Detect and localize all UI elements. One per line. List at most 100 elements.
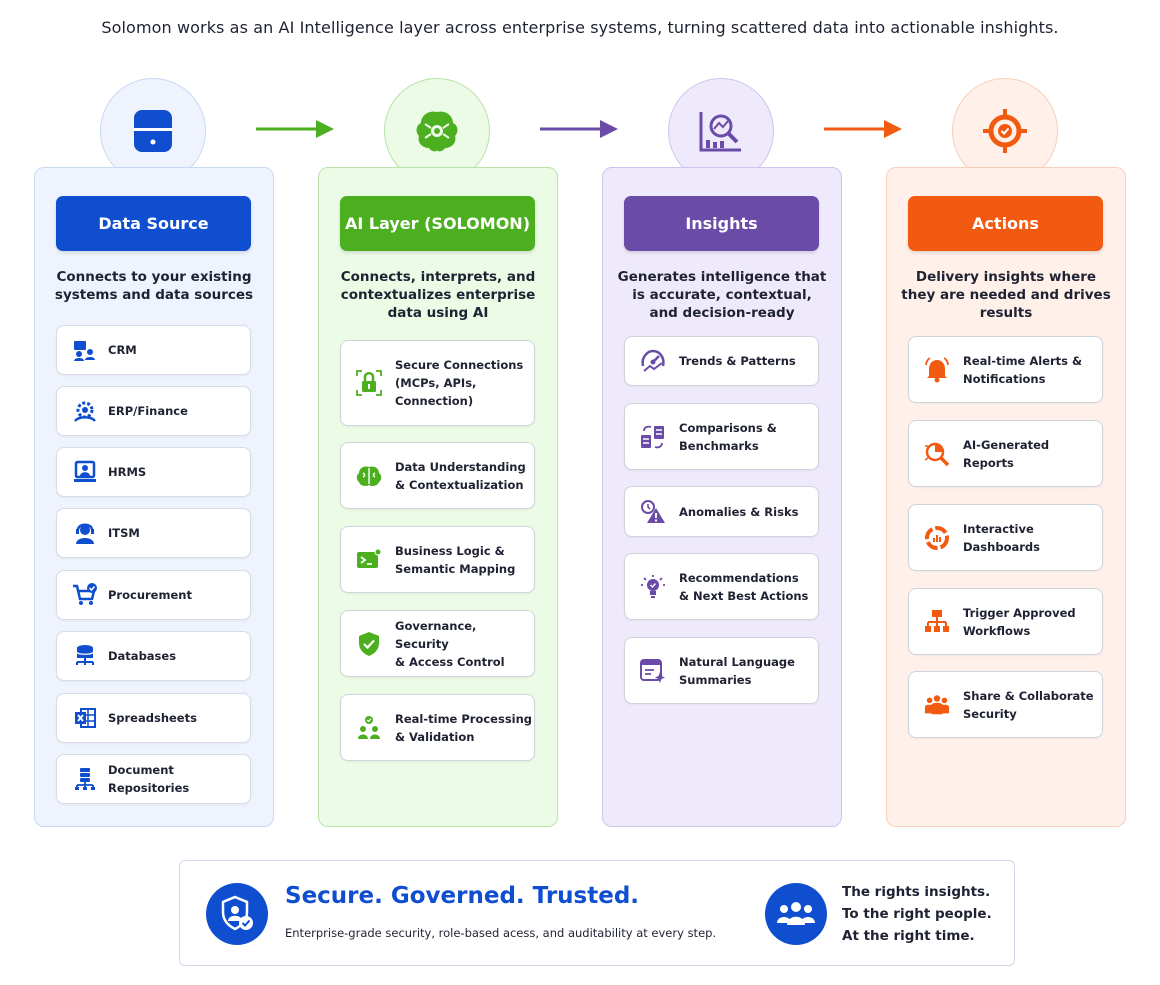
data-source-description: Connects to your existing systems and da… — [54, 269, 254, 303]
source-item-databases: Databases — [56, 631, 251, 681]
insights-column: Insights Generates intelligence that is … — [602, 167, 842, 827]
action-item-dashboards: Interactive Dashboards — [908, 504, 1103, 571]
action-item-label: Real-time Alerts & Notifications — [963, 353, 1083, 386]
trust-tagline: The rights insights. To the right people… — [842, 881, 992, 947]
ai-item-label: Business Logic & Semantic Mapping — [395, 543, 516, 576]
source-item-label: ERP/Finance — [108, 404, 188, 418]
brain-icon — [356, 463, 382, 489]
spreadsheet-icon — [72, 705, 98, 731]
data-source-header: Data Source — [56, 196, 251, 251]
source-item-label: Spreadsheets — [108, 711, 197, 725]
insight-item-summaries: Natural Language Summaries — [624, 637, 819, 704]
workflow-icon — [924, 609, 950, 635]
ai-item-governance: Governance, Security & Access Control — [340, 610, 535, 677]
data-source-circle — [100, 78, 206, 184]
people-group-icon — [765, 883, 827, 945]
headline: Solomon works as an AI Intelligence laye… — [101, 18, 1059, 37]
source-item-procurement: Procurement — [56, 570, 251, 620]
action-item-label: AI-Generated Reports — [963, 437, 1050, 470]
source-item-hrms: HRMS — [56, 447, 251, 497]
actions-header: Actions — [908, 196, 1103, 251]
shield-user-icon — [206, 883, 268, 945]
ai-layer-circle — [384, 78, 490, 184]
source-item-label: Databases — [108, 649, 177, 663]
source-item-itsm: ITSM — [56, 508, 251, 558]
source-item-erp-finance: ERP/Finance — [56, 386, 251, 436]
ai-layer-header: AI Layer (SOLOMON) — [340, 196, 535, 251]
source-item-document-repositories: Document Repositories — [56, 754, 251, 804]
gauge-icon — [640, 348, 666, 374]
source-item-label: CRM — [108, 343, 137, 357]
summary-icon — [640, 658, 666, 684]
tagline-line-3: At the right time. — [842, 928, 975, 944]
action-item-label: Interactive Dashboards — [963, 521, 1040, 554]
compare-icon — [640, 424, 666, 450]
database-icon — [134, 110, 172, 152]
ai-layer-column: AI Layer (SOLOMON) Connects, interprets,… — [318, 167, 558, 827]
insights-description: Generates intelligence that is accurate,… — [617, 269, 827, 321]
actions-column: Actions Delivery insights where they are… — [886, 167, 1126, 827]
ai-item-secure-connections: Secure Connections (MCPs, APIs, Connecti… — [340, 340, 535, 426]
source-item-label: HRMS — [108, 465, 147, 479]
insight-item-label: Comparisons & Benchmarks — [679, 420, 777, 453]
flow-arrow-2 — [540, 120, 618, 138]
flow-arrow-3 — [824, 120, 902, 138]
insight-item-recommendations: Recommendations & Next Best Actions — [624, 553, 819, 620]
secure-lock-icon — [356, 370, 382, 396]
flow-arrow-1 — [256, 120, 334, 138]
report-icon — [924, 441, 950, 467]
action-item-workflows: Trigger Approved Workflows — [908, 588, 1103, 655]
insight-item-label: Anomalies & Risks — [679, 504, 799, 519]
cart-icon — [72, 582, 98, 608]
ai-item-business-logic: Business Logic & Semantic Mapping — [340, 526, 535, 593]
ai-item-label: Secure Connections (MCPs, APIs, Connecti… — [395, 358, 524, 408]
source-item-label: Procurement — [108, 588, 192, 602]
document-repository-icon — [72, 766, 98, 792]
terminal-icon — [356, 547, 382, 573]
data-source-column: Data Source Connects to your existing sy… — [34, 167, 274, 827]
actions-circle — [952, 78, 1058, 184]
warning-icon — [640, 499, 666, 525]
crm-users-icon — [72, 337, 98, 363]
ai-item-data-understanding: Data Understanding & Contextualization — [340, 442, 535, 509]
insights-header: Insights — [624, 196, 819, 251]
source-item-label: ITSM — [108, 526, 140, 540]
tagline-line-2: To the right people. — [842, 906, 992, 922]
trust-title: Secure. Governed. Trusted. — [285, 883, 640, 909]
insight-item-label: Trends & Patterns — [679, 354, 796, 368]
support-agent-icon — [72, 520, 98, 546]
insights-circle — [668, 78, 774, 184]
collaborate-icon — [924, 692, 950, 718]
tagline-line-1: The rights insights. — [842, 884, 991, 900]
trust-subtitle: Enterprise-grade security, role-based ac… — [285, 926, 717, 940]
bell-icon — [924, 356, 950, 383]
analytics-icon — [699, 112, 741, 152]
insight-item-trends: Trends & Patterns — [624, 336, 819, 386]
erp-gear-icon — [72, 398, 98, 424]
action-item-collaborate: Share & Collaborate Security — [908, 671, 1103, 738]
hr-person-icon — [72, 459, 98, 485]
ai-item-label: Real-time Processing & Validation — [395, 711, 533, 744]
source-item-crm: CRM — [56, 325, 251, 375]
insight-item-label: Recommendations & Next Best Actions — [679, 570, 809, 603]
target-icon — [983, 109, 1027, 153]
source-item-spreadsheets: Spreadsheets — [56, 693, 251, 743]
dashboard-icon — [924, 525, 950, 551]
insight-item-label: Natural Language Summaries — [679, 654, 795, 687]
insight-item-comparisons: Comparisons & Benchmarks — [624, 403, 819, 470]
ai-brain-icon — [416, 111, 458, 152]
actions-description: Delivery insights where they are needed … — [901, 269, 1111, 321]
team-check-icon — [356, 715, 382, 741]
ai-layer-description: Connects, interprets, and contextualizes… — [340, 269, 536, 321]
action-item-label: Trigger Approved Workflows — [963, 605, 1076, 638]
trust-banner: Secure. Governed. Trusted. Enterprise-gr… — [179, 860, 1015, 966]
action-item-reports: AI-Generated Reports — [908, 420, 1103, 487]
ai-item-label: Data Understanding & Contextualization — [395, 459, 526, 492]
lightbulb-icon — [640, 574, 666, 600]
database-network-icon — [72, 643, 98, 669]
shield-check-icon — [356, 631, 382, 657]
ai-item-realtime-processing: Real-time Processing & Validation — [340, 694, 535, 761]
action-item-alerts: Real-time Alerts & Notifications — [908, 336, 1103, 403]
insight-item-anomalies: Anomalies & Risks — [624, 486, 819, 537]
source-item-label: Document Repositories — [108, 763, 190, 795]
